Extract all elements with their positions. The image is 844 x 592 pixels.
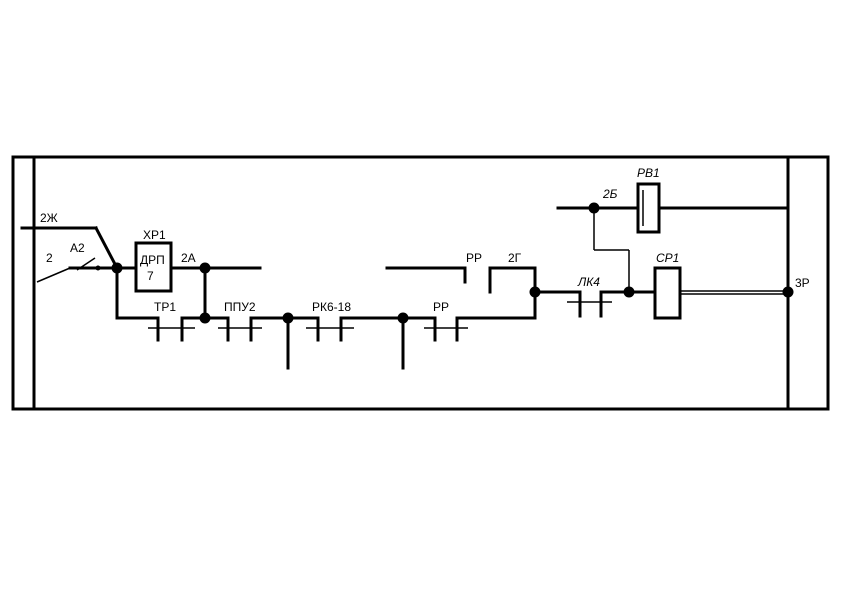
label-ppu2: ППУ2 <box>224 300 256 314</box>
drp-block <box>115 241 262 320</box>
label-drp: ДРП <box>140 253 165 267</box>
outer-border <box>11 155 830 411</box>
label-rr-top: РР <box>466 251 482 265</box>
label-2zh: 2Ж <box>40 211 58 225</box>
label-rk6-18: РК6-18 <box>312 300 351 314</box>
label-lk4: ЛК4 <box>577 275 600 289</box>
lower-line <box>115 266 537 370</box>
upper-rr <box>385 266 537 294</box>
label-hr1: ХР1 <box>143 228 166 242</box>
label-drp-7: 7 <box>147 269 154 283</box>
wire-2 <box>36 267 71 283</box>
input-wires <box>20 225 120 283</box>
sr1-coil-group <box>627 266 794 320</box>
node-3r <box>782 286 794 298</box>
labels: 2Ж 2 А2 ХР1 ДРП 7 2А ТР1 ППУ2 РК6-18 РР … <box>40 166 810 314</box>
switch-a2-contact <box>76 257 96 271</box>
label-2a: 2А <box>181 251 196 265</box>
label-2: 2 <box>46 251 53 265</box>
sr1-coil <box>653 266 682 320</box>
label-a2: А2 <box>70 241 85 255</box>
wire-2zh-slant <box>93 225 120 271</box>
lk4-contact <box>533 290 631 318</box>
label-2g: 2Г <box>508 251 522 265</box>
label-3r: 3Р <box>795 276 810 290</box>
rv1-branch <box>556 182 790 292</box>
label-rr-bottom: РР <box>433 300 449 314</box>
label-tr1: ТР1 <box>154 300 176 314</box>
rv1-coil <box>636 182 661 234</box>
label-rv1: РВ1 <box>637 166 660 180</box>
label-2b: 2Б <box>602 187 618 201</box>
frame <box>11 155 830 411</box>
label-sr1: СР1 <box>656 251 679 265</box>
drp-box <box>134 241 173 293</box>
